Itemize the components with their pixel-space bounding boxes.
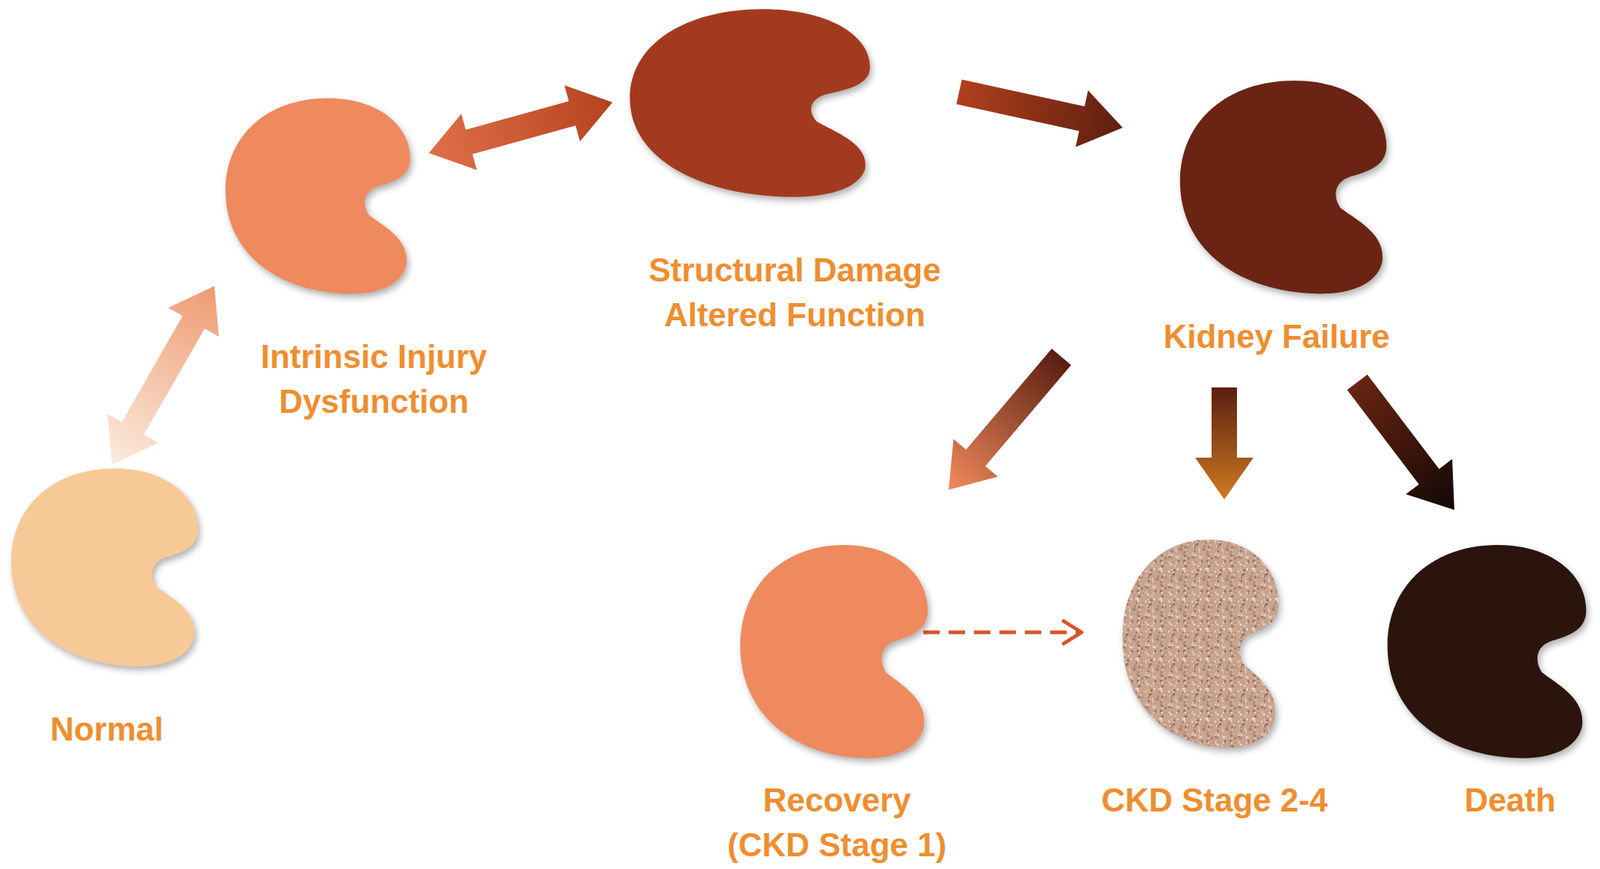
kidney-shape: [622, 5, 878, 199]
arrow-connector: [956, 79, 1123, 148]
kidney-shape: [1381, 540, 1593, 761]
arrow-connector: [107, 286, 219, 466]
block-arrow: [107, 286, 219, 466]
kidney-outline: [1180, 80, 1387, 295]
stage-label: Intrinsic Injury Dysfunction: [242, 334, 506, 425]
arrow-connector: [948, 348, 1072, 491]
kidney-shape: [5, 464, 204, 669]
block-arrow: [956, 79, 1123, 148]
kidney-outline: [11, 468, 198, 667]
stage-label: Normal: [0, 707, 239, 753]
dashed-arrow-line: [923, 631, 1079, 635]
kidney-shape: [1173, 76, 1394, 296]
block-arrow: [1346, 374, 1455, 511]
kidney-node: CKD Stage 2-4: [1117, 535, 1284, 750]
arrow-connector: [923, 621, 1082, 644]
kidney-outline: [1122, 540, 1279, 749]
kidney-outline: [740, 545, 928, 759]
kidney-outline: [629, 8, 870, 198]
arrow-connector: [1346, 374, 1455, 511]
kidney-outline: [225, 97, 411, 294]
block-arrow: [428, 85, 613, 170]
arrow-connector: [428, 85, 613, 170]
block-arrow: [1195, 387, 1254, 500]
block-arrow: [948, 348, 1072, 491]
arrow-head: [1063, 621, 1082, 644]
stage-label: CKD Stage 2-4: [1083, 778, 1347, 824]
stage-label: Kidney Failure: [1128, 314, 1425, 360]
kidney-shape: [1117, 535, 1284, 750]
kidney-node: Structural Damage Altered Function: [622, 5, 878, 199]
kidney-node: Kidney Failure: [1173, 76, 1394, 296]
kidney-node: Intrinsic Injury Dysfunction: [219, 94, 417, 296]
kidney-node: Death: [1381, 540, 1593, 761]
kidney-node: Recovery (CKD Stage 1): [734, 540, 934, 761]
arrow-connector: [1195, 387, 1254, 500]
kidney-outline: [1387, 545, 1586, 759]
kidney-shape: [219, 94, 417, 296]
kidney-node: Normal: [5, 464, 204, 669]
kidney-shape: [734, 540, 934, 761]
stage-label: Death: [1411, 778, 1600, 824]
stage-label: Structural Damage Altered Function: [630, 247, 960, 338]
stage-label: Recovery (CKD Stage 1): [723, 778, 952, 868]
